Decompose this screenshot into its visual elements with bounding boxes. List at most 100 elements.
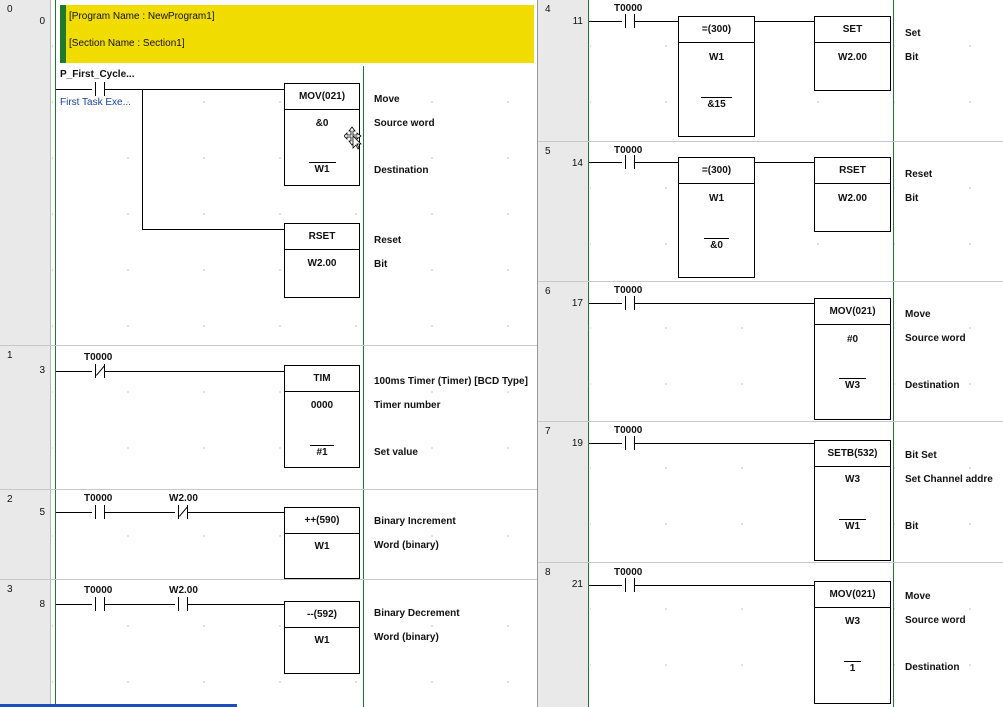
horizontal-scrollbar[interactable]: [0, 704, 237, 707]
program-name: [Program Name : NewProgram1]: [69, 11, 215, 22]
operand-description: Word (binary): [374, 540, 439, 551]
no-contact-symbol[interactable]: [92, 505, 108, 519]
compare-instruction-block[interactable]: =(300) W1 &15: [678, 16, 755, 137]
compare-instruction-block[interactable]: =(300) W1 &0: [678, 157, 755, 278]
rung-header[interactable]: 5 14: [538, 142, 589, 281]
operand-description: Timer number: [374, 400, 441, 411]
step-number: 21: [571, 579, 583, 590]
no-contact-symbol[interactable]: [622, 155, 638, 169]
no-contact-symbol[interactable]: [622, 14, 638, 28]
instruction-name: RSET: [815, 158, 890, 184]
operand-destination: W3: [839, 378, 866, 391]
ladder-pane-right[interactable]: 4 11 T0000 =(300) W1 &15 SET W2.00 Set B…: [537, 0, 1003, 707]
operand-source: W3: [845, 616, 860, 627]
wire: [56, 604, 92, 605]
operand-bit: W2.00: [838, 52, 867, 63]
wire: [105, 371, 284, 372]
no-contact-symbol[interactable]: [92, 82, 108, 96]
right-power-rail: [363, 346, 364, 489]
wire: [635, 303, 814, 304]
step-number: 14: [571, 158, 583, 169]
operand-bit: W2.00: [307, 258, 337, 269]
no-contact-symbol[interactable]: [175, 597, 191, 611]
rung-header[interactable]: 8 21: [538, 563, 589, 707]
rung-header[interactable]: 1 3: [0, 346, 51, 489]
right-power-rail: [893, 563, 894, 707]
operand-1: W1: [709, 193, 724, 204]
setb-instruction-block[interactable]: SETB(532) W3 W1: [814, 440, 891, 561]
operand-description: Bit Set: [905, 450, 937, 461]
decrement-instruction-block[interactable]: --(592) W1: [284, 601, 360, 674]
left-power-rail: [588, 422, 589, 562]
step-number: 0: [39, 16, 45, 27]
rung-2[interactable]: 2 5 T0000 W2.00 ++(590) W1 Binary Increm…: [0, 490, 537, 580]
operand-description: Bit: [905, 521, 919, 532]
rung-number: 5: [545, 146, 551, 157]
operand-description: Source word: [905, 615, 966, 626]
operand-description: Source word: [374, 118, 435, 129]
left-power-rail: [55, 0, 56, 345]
set-instruction-block[interactable]: SET W2.00: [814, 16, 891, 91]
operand-bit: W2.00: [838, 193, 867, 204]
wire: [589, 303, 622, 304]
operand-description: Word (binary): [374, 632, 439, 643]
left-power-rail: [588, 142, 589, 281]
contact-label: T0000: [614, 3, 643, 14]
rung-number: 4: [545, 4, 551, 15]
ladder-pane-left[interactable]: 0 0 [Program Name : NewProgram1] [Sectio…: [0, 0, 537, 707]
operand-bit: W1: [839, 519, 866, 532]
mov-instruction-block[interactable]: MOV(021) W3 1: [814, 581, 891, 704]
rung-header[interactable]: 6 17: [538, 282, 589, 421]
rung-7[interactable]: 7 19 T0000 SETB(532) W3 W1 Bit Set Set C…: [538, 422, 1003, 563]
left-power-rail: [588, 563, 589, 707]
no-contact-symbol[interactable]: [622, 296, 638, 310]
left-power-rail: [588, 0, 589, 141]
operand-description: Destination: [374, 165, 429, 176]
rset-instruction-block[interactable]: RSET W2.00: [284, 223, 360, 298]
rung-4[interactable]: 4 11 T0000 =(300) W1 &15 SET W2.00 Set B…: [538, 0, 1003, 142]
operand-description: Set Channel addre: [905, 474, 993, 485]
operand-description: Reset: [905, 169, 933, 180]
wire: [755, 21, 814, 22]
rung-header[interactable]: 2 5: [0, 490, 51, 579]
rung-5[interactable]: 5 14 T0000 =(300) W1 &0 RSET W2.00 Reset…: [538, 142, 1003, 282]
rung-number: 0: [7, 4, 13, 15]
wire: [589, 443, 622, 444]
contact-label: W2.00: [169, 493, 198, 504]
wire: [635, 443, 814, 444]
increment-instruction-block[interactable]: ++(590) W1: [284, 507, 360, 579]
operand-2: &15: [701, 97, 732, 110]
wire: [188, 512, 284, 513]
grid-dots: [590, 0, 1003, 141]
contact-label: T0000: [614, 285, 643, 296]
move-cursor-icon: [344, 126, 362, 150]
wire: [589, 21, 622, 22]
rung-1[interactable]: 1 3 T0000 TIM 0000 #1 100ms Timer (Timer…: [0, 346, 537, 490]
contact-label: W2.00: [169, 585, 198, 596]
no-contact-symbol[interactable]: [622, 578, 638, 592]
rung-3[interactable]: 3 8 T0000 W2.00 --(592) W1 Binary Decrem…: [0, 580, 537, 707]
nc-contact-symbol[interactable]: [92, 364, 108, 378]
rung-header[interactable]: 4 11: [538, 0, 589, 141]
mov-instruction-block[interactable]: MOV(021) #0 W3: [814, 298, 891, 420]
rung-header[interactable]: 0 0: [0, 0, 51, 345]
operand-description: Move: [905, 591, 931, 602]
rset-instruction-block[interactable]: RSET W2.00: [814, 157, 891, 232]
operand-description: Bit: [374, 259, 388, 270]
rung-8[interactable]: 8 21 T0000 MOV(021) W3 1 Move Source wor…: [538, 563, 1003, 707]
tim-instruction-block[interactable]: TIM 0000 #1: [284, 365, 360, 468]
rung-header[interactable]: 3 8: [0, 580, 51, 707]
nc-contact-symbol[interactable]: [175, 505, 191, 519]
instruction-name: RSET: [285, 224, 359, 250]
instruction-name: MOV(021): [815, 582, 890, 608]
operand-description: Move: [905, 309, 931, 320]
rung-6[interactable]: 6 17 T0000 MOV(021) #0 W3 Move Source wo…: [538, 282, 1003, 422]
no-contact-symbol[interactable]: [92, 597, 108, 611]
operand-description: Binary Decrement: [374, 608, 460, 619]
rung-0[interactable]: 0 0 [Program Name : NewProgram1] [Sectio…: [0, 0, 537, 346]
grid-dots: [590, 282, 1003, 421]
step-number: 11: [572, 16, 583, 27]
instruction-name: SET: [815, 17, 890, 43]
rung-header[interactable]: 7 19: [538, 422, 589, 562]
no-contact-symbol[interactable]: [622, 436, 638, 450]
